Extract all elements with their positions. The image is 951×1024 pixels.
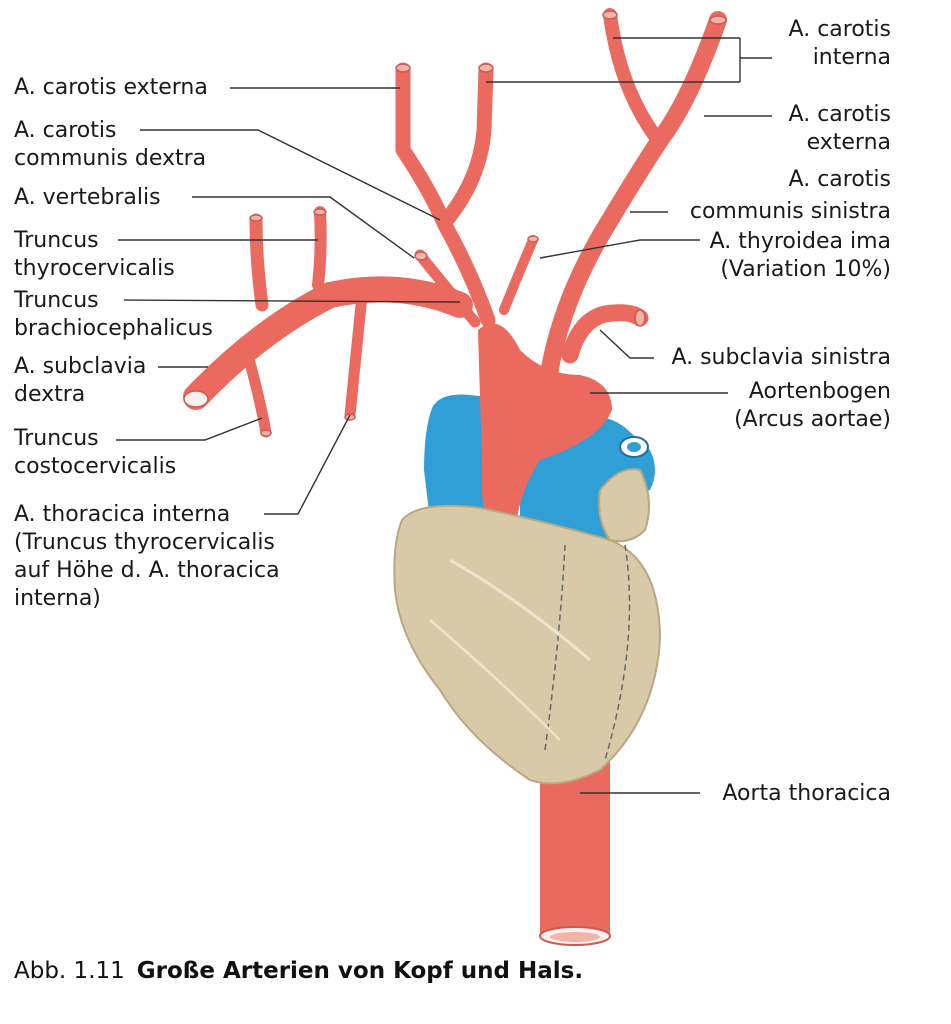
label-carotis-externa-dextra: A. carotis externa bbox=[14, 75, 208, 100]
figure-caption: Abb. 1.11 Große Arterien von Kopf und Hal… bbox=[14, 958, 583, 984]
label-carotis-communis-dextra-line1: A. carotis bbox=[14, 118, 117, 143]
label-carotis-communis-dextra-line2: communis dextra bbox=[14, 146, 207, 171]
caption-number: Abb. 1.11 bbox=[14, 958, 125, 984]
label-subclavia-dextra-line2: dextra bbox=[14, 382, 86, 407]
label-costocervicalis-line2: costocervicalis bbox=[14, 454, 177, 479]
label-thoracica-interna-line4: interna) bbox=[14, 586, 101, 611]
caption-title: Große Arterien von Kopf und Hals. bbox=[136, 958, 584, 984]
vessel-openings bbox=[183, 10, 727, 437]
label-thyrocervicalis-line2: thyrocervicalis bbox=[14, 256, 175, 281]
vena-cava-superior bbox=[424, 394, 498, 540]
label-brachiocephalicus-line2: brachiocephalicus bbox=[14, 316, 213, 341]
label-aorta-thoracica: Aorta thoracica bbox=[722, 781, 891, 806]
label-thyrocervicalis-line1: Truncus bbox=[14, 228, 99, 253]
heart bbox=[393, 468, 662, 785]
arterial-tree bbox=[183, 8, 727, 438]
label-carotis-communis-sinistra-line1: A. carotis bbox=[788, 167, 891, 192]
aortic-arch bbox=[478, 323, 612, 535]
label-carotis-interna-line1: A. carotis bbox=[788, 17, 891, 42]
label-carotis-interna-line2: interna bbox=[812, 45, 891, 70]
label-thoracica-interna-line3: auf Höhe d. A. thoracica bbox=[14, 558, 280, 583]
leader-lines bbox=[116, 37, 772, 794]
label-vertebralis: A. vertebralis bbox=[14, 185, 161, 210]
label-costocervicalis-line1: Truncus bbox=[14, 426, 99, 451]
label-carotis-communis-sinistra-line2: communis sinistra bbox=[689, 199, 891, 224]
label-carotis-externa-sinistra-line2: externa bbox=[806, 130, 891, 155]
label-brachiocephalicus-line1: Truncus bbox=[14, 288, 99, 313]
label-thoracica-interna-line2: (Truncus thyrocervicalis bbox=[14, 530, 275, 555]
label-aortenbogen-line2: (Arcus aortae) bbox=[734, 407, 891, 432]
label-thoracica-interna-line1: A. thoracica interna bbox=[14, 502, 231, 527]
label-thyroidea-ima-line2: (Variation 10%) bbox=[720, 257, 891, 282]
label-subclavia-dextra-line1: A. subclavia bbox=[14, 354, 147, 379]
label-thyroidea-ima-line1: A. thyroidea ima bbox=[709, 229, 891, 254]
label-carotis-externa-sinistra-line1: A. carotis bbox=[788, 102, 891, 127]
label-subclavia-sinistra: A. subclavia sinistra bbox=[671, 345, 891, 370]
label-aortenbogen-line1: Aortenbogen bbox=[748, 379, 891, 404]
